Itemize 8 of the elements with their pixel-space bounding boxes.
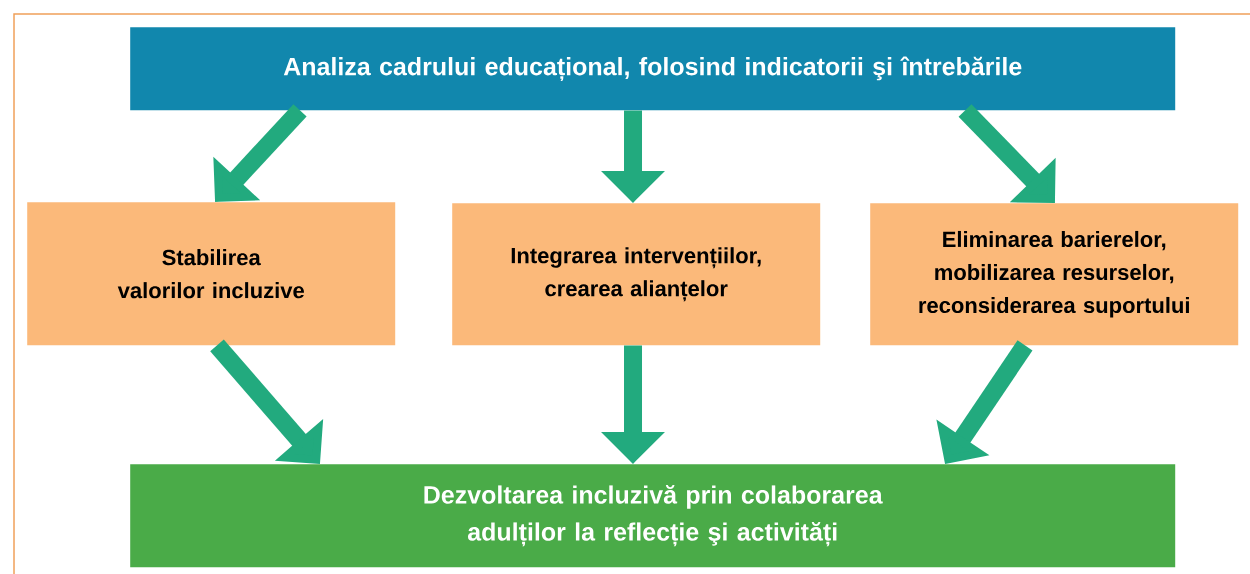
step-box: Stabilirea valorilor incluzive <box>27 202 396 346</box>
arrow <box>958 104 1056 203</box>
result-box: Dezvoltarea incluzivă prin colaborarea adulților la reflecție şi activități <box>130 464 1176 568</box>
arrow <box>213 104 307 202</box>
arrow <box>210 339 324 464</box>
heading-box: Analiza cadrului educațional, folosind indicatorii şi întrebările <box>130 27 1176 111</box>
step-box: Integrarea intervențiilor, crearea alianțelor <box>452 203 821 346</box>
step-box: Eliminarea barierelor, mobilizarea resurselor, reconsiderarea suportului <box>870 203 1239 346</box>
